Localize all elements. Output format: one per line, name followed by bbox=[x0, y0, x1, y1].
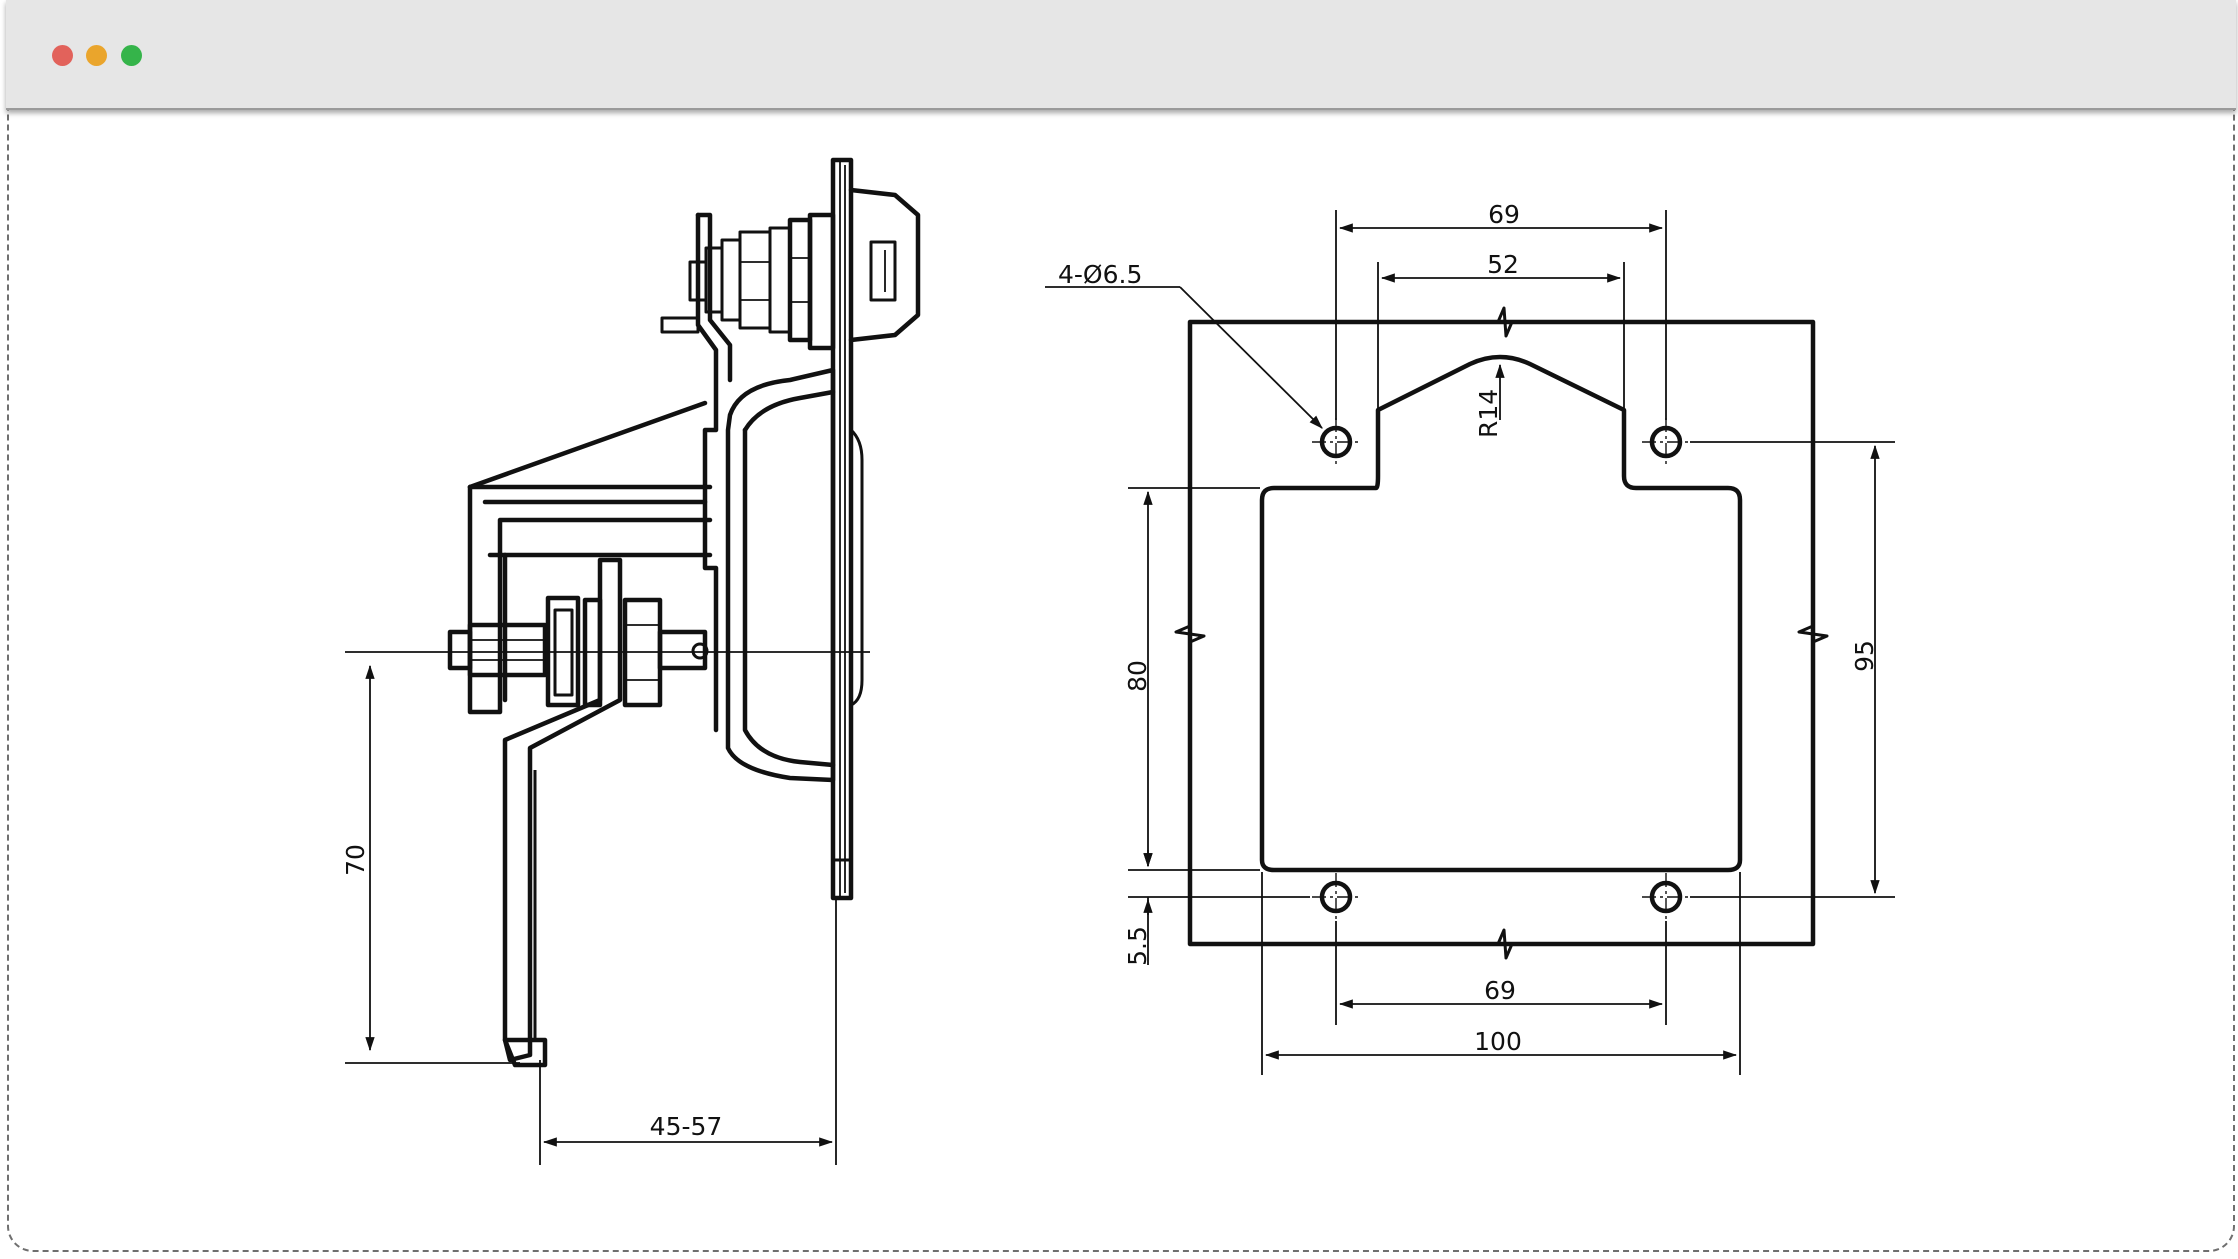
close-button[interactable] bbox=[52, 45, 73, 66]
side-view: 70 45-57 bbox=[341, 157, 921, 1165]
radius-note-label: R14 bbox=[1474, 389, 1503, 438]
dim-bottom-holes-label: 69 bbox=[1484, 976, 1516, 1005]
dim-height-label: 70 bbox=[341, 844, 370, 876]
mounting-hole-tr bbox=[1642, 418, 1690, 468]
dim-top-inner-label: 52 bbox=[1487, 250, 1519, 279]
dim-range-label: 45-57 bbox=[650, 1112, 723, 1141]
dim-left-height-label: 80 bbox=[1123, 660, 1152, 692]
drawing-window bbox=[7, 0, 2235, 1252]
dim-offset-label: 5.5 bbox=[1123, 926, 1152, 966]
mounting-hole-bl bbox=[1312, 873, 1362, 921]
front-view: 69 52 4-Ø6.5 R14 80 5.5 95 69 100 bbox=[1045, 200, 1895, 1075]
window-titlebar bbox=[6, 0, 2236, 110]
dim-right-height-label: 95 bbox=[1850, 640, 1879, 672]
mounting-hole-tl bbox=[1312, 418, 1362, 468]
minimize-button[interactable] bbox=[86, 45, 107, 66]
dim-top-outer-label: 69 bbox=[1488, 200, 1520, 229]
mounting-hole-br bbox=[1642, 873, 1690, 921]
maximize-button[interactable] bbox=[121, 45, 142, 66]
holes-note-label: 4-Ø6.5 bbox=[1058, 260, 1142, 289]
dim-bottom-width-label: 100 bbox=[1474, 1027, 1522, 1056]
